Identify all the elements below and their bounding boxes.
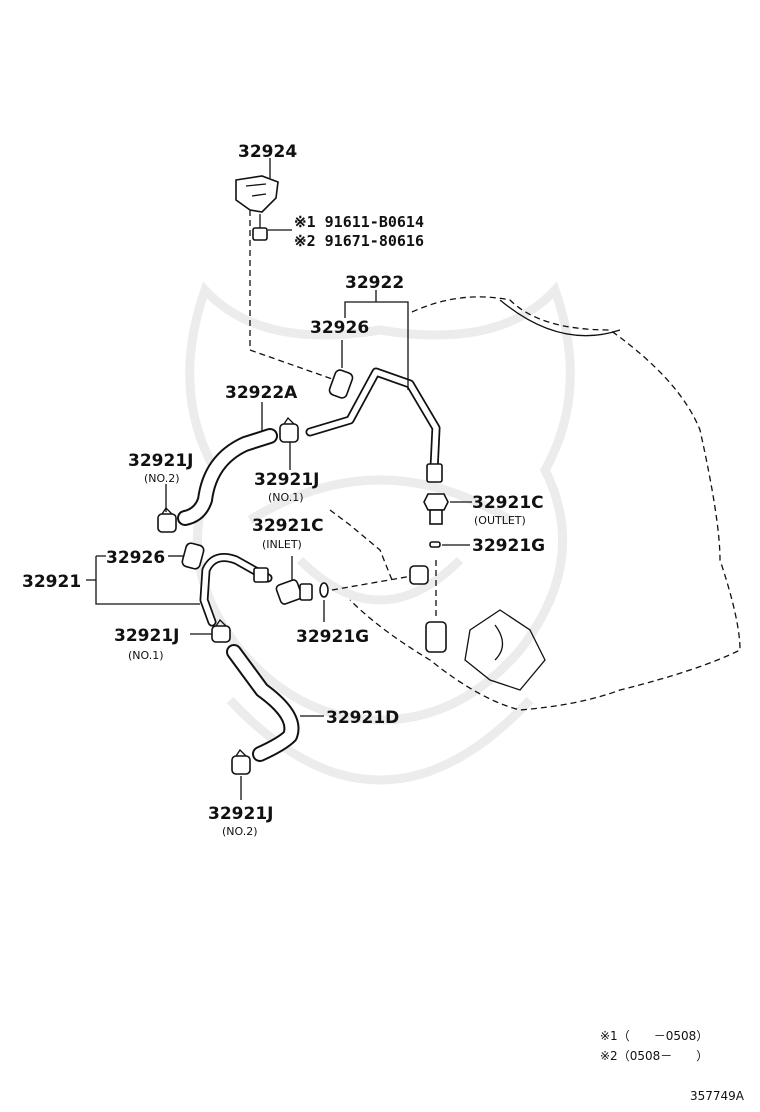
label-32921J-no1-mid: 32921J bbox=[114, 626, 179, 646]
housing-inlet-port bbox=[409, 565, 429, 585]
housing-port bbox=[425, 621, 447, 653]
label-bolt2: ※2 91671-80616 bbox=[294, 232, 424, 250]
label-32926-top: 32926 bbox=[310, 318, 369, 338]
label-32921D: 32921D bbox=[326, 708, 399, 728]
clamp-icon-no1-mid bbox=[211, 618, 231, 643]
dash-upper-left bbox=[329, 509, 393, 581]
label-32921: 32921 bbox=[22, 572, 81, 592]
note-no1-mid: (NO.1) bbox=[128, 649, 164, 662]
label-32921C-outlet: 32921C bbox=[472, 493, 544, 513]
label-32926-mid: 32926 bbox=[106, 548, 165, 568]
housing-edge bbox=[499, 299, 621, 337]
note-no1-top: (NO.1) bbox=[268, 491, 304, 504]
transmission-outline bbox=[349, 296, 741, 711]
note-no2-bottom: (NO.2) bbox=[222, 825, 258, 838]
dash-bracket-to-hose bbox=[249, 210, 336, 381]
note-inlet: (INLET) bbox=[262, 538, 302, 551]
note-no2-top: (NO.2) bbox=[144, 472, 180, 485]
label-32921J-no1-top: 32921J bbox=[254, 470, 319, 490]
figure-id: 357749A bbox=[690, 1089, 745, 1103]
tube-32922 bbox=[305, 367, 443, 483]
label-32921G-center: 32921G bbox=[296, 627, 369, 647]
label-32921C-inlet: 32921C bbox=[252, 516, 324, 536]
leader-32922 bbox=[344, 290, 409, 390]
bolt-icon bbox=[252, 214, 268, 241]
watermark-emblem bbox=[185, 281, 575, 785]
hose-32926-mid bbox=[181, 542, 205, 570]
clamp-icon-no1-top bbox=[279, 416, 299, 443]
clamp-icon-no2-bottom bbox=[231, 748, 251, 775]
clamp-icon-no2-top bbox=[157, 506, 177, 533]
label-32921J-no2-top: 32921J bbox=[128, 451, 193, 471]
label-32924: 32924 bbox=[238, 142, 297, 162]
note-outlet: (OUTLET) bbox=[474, 514, 526, 527]
hose-32926-top bbox=[328, 369, 354, 399]
dash-inlet-to-housing bbox=[331, 575, 413, 591]
bracket-32924 bbox=[235, 175, 279, 213]
leader-32921 bbox=[86, 555, 200, 605]
housing-detail bbox=[464, 609, 546, 691]
hose-32921D bbox=[226, 644, 300, 762]
label-32922A: 32922A bbox=[225, 383, 298, 403]
gasket-icon-center bbox=[319, 582, 329, 598]
label-32922: 32922 bbox=[345, 273, 404, 293]
footnote-2: ※2（0508－ ） bbox=[600, 1049, 708, 1063]
union-inlet-32921C bbox=[275, 579, 313, 605]
footnote-1: ※1（ －0508） bbox=[600, 1029, 708, 1043]
label-32921J-no2-bottom: 32921J bbox=[208, 804, 273, 824]
label-32921G-right: 32921G bbox=[472, 536, 545, 556]
gasket-icon-right bbox=[429, 541, 441, 548]
tube-32921 bbox=[199, 553, 273, 627]
label-bolt1: ※1 91611-B0614 bbox=[294, 213, 424, 231]
hose-32922A bbox=[177, 428, 278, 526]
union-outlet-32921C bbox=[423, 493, 449, 525]
